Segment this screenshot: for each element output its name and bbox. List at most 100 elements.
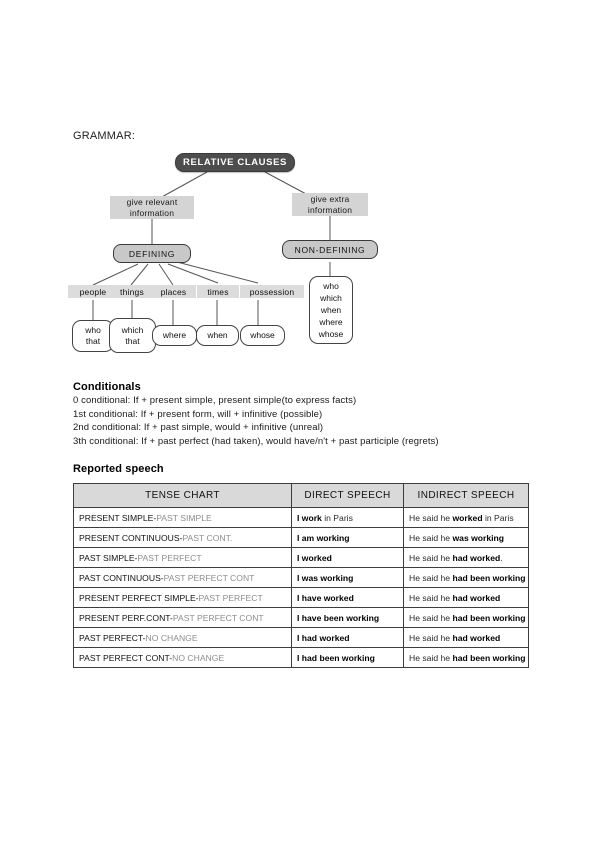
cell-direct-speech: I had worked [291,627,404,648]
indirect-speech-prefix: He said he [409,652,453,663]
table-header-row: TENSE CHART DIRECT SPEECH INDIRECT SPEEC… [73,483,529,508]
node-give-extra-information: give extra information [292,193,368,216]
give-extra-line-2: information [307,204,353,215]
indirect-speech-bold: had been working [452,652,526,663]
cell-indirect-speech: He said he was working [403,527,529,548]
conditional-line-2: 2nd conditional: If + past simple, would… [73,422,324,433]
cell-direct-speech: I had been working [291,647,404,668]
direct-speech-bold: I was working [297,572,354,583]
tense-main-text: PRESENT CONTINUOUS- [79,532,183,543]
give-relevant-line-2: information [129,207,175,218]
nd-pronoun-whose: whose [318,329,344,339]
indirect-speech-prefix: He said he [409,552,453,563]
cell-tense-chart: PAST PERFECT CONT-NO CHANGE [73,647,292,668]
indirect-speech-bold: had been working [452,572,526,583]
direct-speech-bold: I have been working [297,612,380,623]
cell-tense-chart: PRESENT PERF.CONT-PAST PERFECT CONT [73,607,292,628]
indirect-speech-bold: had worked [452,552,501,563]
leaf-who-that[interactable]: who that [72,320,114,352]
reported-speech-heading: Reported speech [73,463,164,475]
indirect-speech-bold: was working [452,532,505,543]
indirect-speech-prefix: He said he [409,612,453,623]
cell-direct-speech: I was working [291,567,404,588]
tense-sub-text: PAST PERFECT CONT [163,572,255,583]
cell-tense-chart: PAST SIMPLE-PAST PERFECT [73,547,292,568]
direct-speech-bold: I had been working [297,652,375,663]
cell-direct-speech: I am working [291,527,404,548]
direct-speech-bold: I worked [297,552,332,563]
cell-tense-chart: PAST PERFECT-NO CHANGE [73,627,292,648]
leaf-whose-line-1: whose [250,330,275,340]
leaf-where-line-1: where [162,330,187,340]
cell-indirect-speech: He said he worked in Paris [403,507,529,528]
tense-sub-text: NO CHANGE [145,632,198,643]
column-header-indirect-speech: INDIRECT SPEECH [403,483,529,508]
tense-main-text: PAST PERFECT CONT- [79,652,173,663]
tense-sub-text: PAST PERFECT CONT [172,612,264,623]
leaf-non-defining-pronouns[interactable]: who which when where whose [309,276,353,344]
cell-indirect-speech: He said he had been working [403,607,529,628]
node-defining[interactable]: DEFINING [113,244,191,263]
caption-times: times [197,285,239,298]
cell-indirect-speech: He said he had worked [403,587,529,608]
column-header-direct-speech: DIRECT SPEECH [291,483,404,508]
leaf-when[interactable]: when [196,325,239,346]
tense-main-text: PRESENT PERFECT SIMPLE- [79,592,199,603]
cell-tense-chart: PAST CONTINUOUS-PAST PERFECT CONT [73,567,292,588]
grammar-heading: GRAMMAR: [73,130,136,142]
cell-indirect-speech: He said he had worked [403,627,529,648]
relative-clauses-diagram: RELATIVE CLAUSES give relevant informati… [60,140,430,370]
node-relative-clauses[interactable]: RELATIVE CLAUSES [175,153,295,172]
table-row: PRESENT PERFECT SIMPLE-PAST PERFECT I hav… [73,587,529,608]
direct-speech-bold: I have worked [297,592,354,603]
indirect-speech-prefix: He said he [409,512,453,523]
leaf-whose[interactable]: whose [240,325,285,346]
conditional-line-1: 1st conditional: If + present form, will… [73,408,323,420]
leaf-which-that-line-1: which [121,324,144,335]
table-row: PRESENT CONTINUOUS-PAST CONT. I am workin… [73,527,529,548]
leaf-which-that[interactable]: which that [109,318,156,353]
node-non-defining[interactable]: NON-DEFINING [282,240,378,259]
indirect-speech-bold: had worked [452,632,501,643]
cell-indirect-speech: He said he had been working [403,567,529,588]
cell-tense-chart: PRESENT SIMPLE-PAST SIMPLE [73,507,292,528]
indirect-speech-prefix: He said he [409,572,453,583]
nd-pronoun-which: which [320,293,342,303]
table-row: PAST CONTINUOUS-PAST PERFECT CONT I was w… [73,567,529,588]
conditional-line-0: 0 conditional: If + present simple, pres… [73,395,357,406]
cell-direct-speech: I worked [291,547,404,568]
tense-sub-text: PAST SIMPLE [156,512,212,523]
leaf-when-line-1: when [207,330,228,340]
indirect-speech-prefix: He said he [409,532,453,543]
indirect-speech-bold: worked [452,512,483,523]
tense-sub-text: PAST PERFECT [198,592,263,603]
caption-things: things [108,285,156,298]
leaf-who-that-line-2: that [85,336,101,346]
cell-direct-speech: I have worked [291,587,404,608]
table-body: PRESENT SIMPLE-PAST SIMPLE I work in Pari… [73,507,529,668]
leaf-who-that-line-1: who [85,325,101,335]
direct-speech-rest: in Paris [321,512,353,523]
leaf-where[interactable]: where [152,325,197,346]
nd-pronoun-when: when [320,305,342,315]
caption-people: people [68,285,118,298]
leaf-which-that-line-2: that [125,335,140,346]
tense-main-text: PAST PERFECT- [79,632,146,643]
direct-speech-bold: I work [297,512,322,523]
tense-main-text: PRESENT SIMPLE- [79,512,157,523]
nd-pronoun-who: who [323,281,339,291]
indirect-speech-prefix: He said he [409,592,453,603]
tense-main-text: PRESENT PERF.CONT- [79,612,173,623]
table-row: PAST SIMPLE-PAST PERFECT I worked He said … [73,547,529,568]
give-extra-line-1: give extra [310,194,350,204]
nd-pronoun-where: where [319,317,343,327]
table-row: PRESENT SIMPLE-PAST SIMPLE I work in Pari… [73,507,529,528]
tense-sub-text: PAST CONT. [182,532,233,543]
conditionals-list: 0 conditional: If + present simple, pres… [73,394,439,448]
conditionals-heading: Conditionals [73,381,141,393]
tense-chart-table: TENSE CHART DIRECT SPEECH INDIRECT SPEEC… [73,483,529,668]
direct-speech-bold: I am working [297,532,350,543]
cell-indirect-speech: He said he had worked. [403,547,529,568]
